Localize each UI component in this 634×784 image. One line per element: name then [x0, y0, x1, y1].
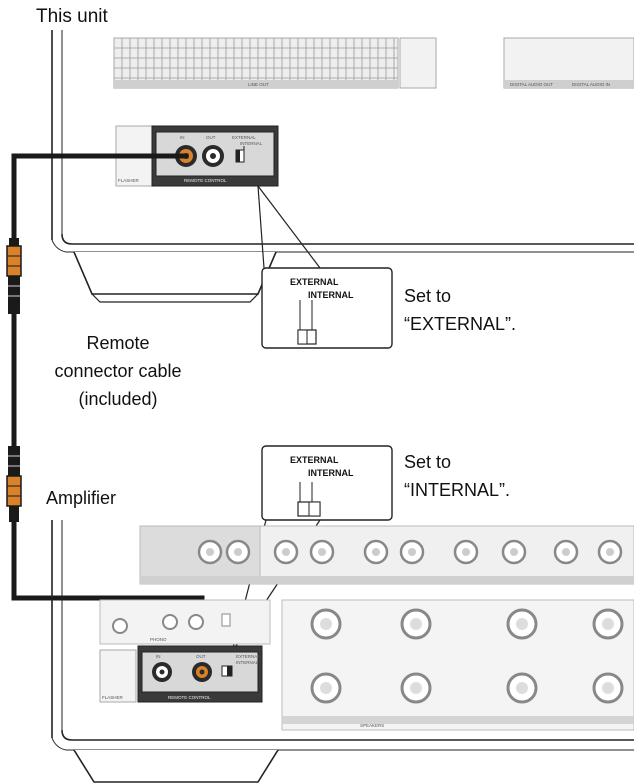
- set-to-external-line1: Set to: [404, 286, 451, 307]
- set-to-internal-line1: Set to: [404, 452, 451, 473]
- cable-label-line3: (included): [38, 389, 198, 410]
- callout-bottom-internal: INTERNAL: [308, 468, 354, 478]
- set-to-external-line2: “EXTERNAL”.: [404, 314, 516, 335]
- amp-input-row: [140, 526, 634, 584]
- amplifier-label: Amplifier: [46, 488, 116, 509]
- cable-label-line1: Remote: [38, 333, 198, 354]
- cable-plug-lower: [7, 446, 21, 522]
- cable-plug-upper: [7, 238, 21, 314]
- amp-speaker-terminals: [282, 600, 634, 730]
- callout-top-external: EXTERNAL: [290, 277, 339, 287]
- cable-label-line2: connector cable: [38, 361, 198, 382]
- amp-left-controls: [100, 600, 270, 644]
- callout-top-internal: INTERNAL: [308, 290, 354, 300]
- amp-remote-control-panel: [100, 646, 262, 702]
- set-to-internal-line2: “INTERNAL”.: [404, 480, 510, 501]
- this-unit-label: This unit: [36, 6, 108, 28]
- unit-line-out-block: [114, 38, 634, 88]
- callout-bottom-external: EXTERNAL: [290, 455, 339, 465]
